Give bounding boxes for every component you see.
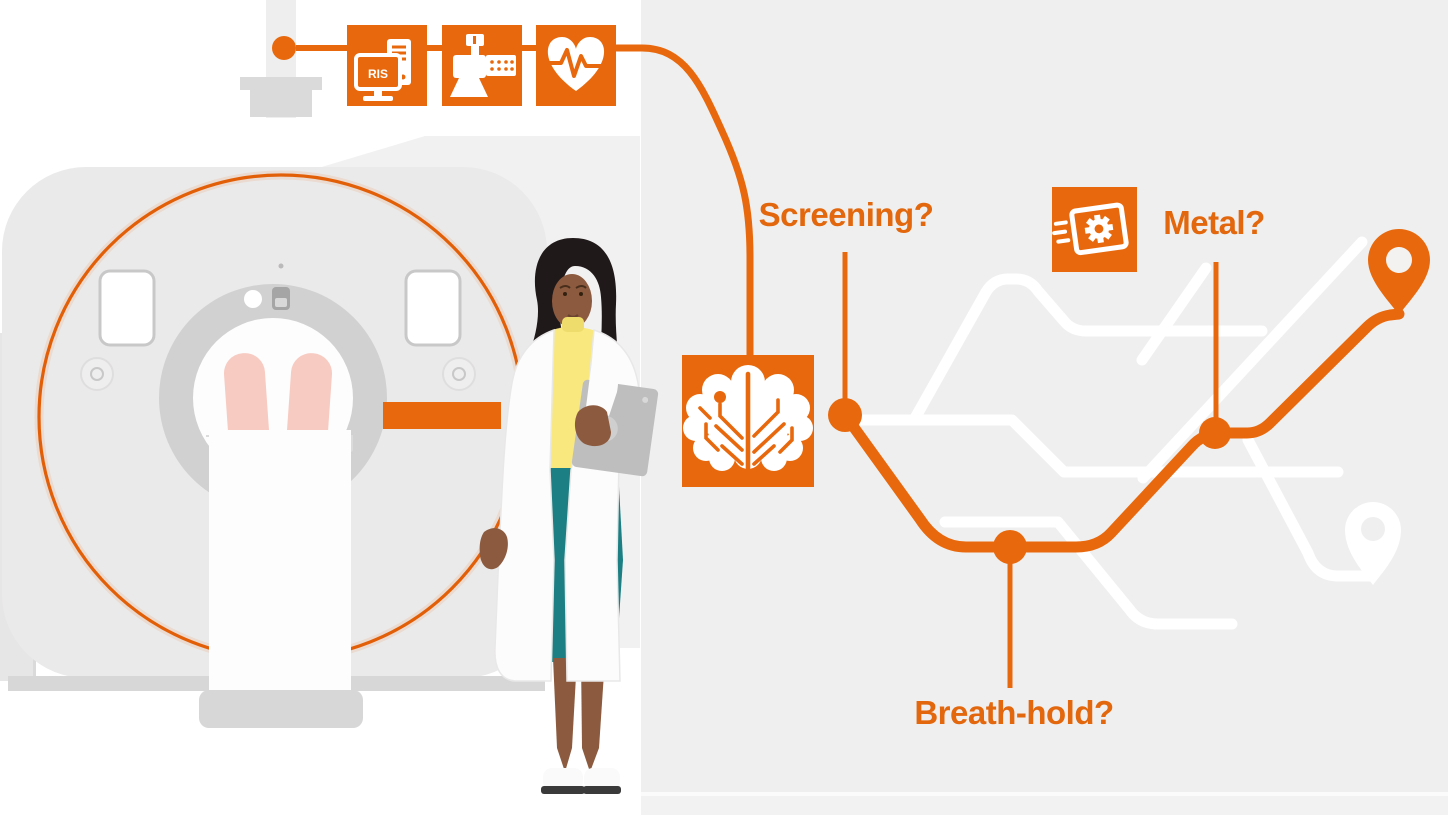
ct-scanner [0, 0, 640, 728]
screening-node [828, 398, 862, 432]
gantry-left-dial [80, 357, 114, 391]
ris-workstation-icon: RIS [347, 25, 427, 106]
decision-route [828, 229, 1430, 688]
table-pedestal [199, 690, 363, 728]
bottom-strip [641, 796, 1448, 815]
location-pin-outline-icon [1345, 502, 1401, 585]
gantry-right-dial [442, 357, 476, 391]
bore-light [244, 290, 262, 308]
background-route-network [852, 236, 1378, 630]
screening-label: Screening? [758, 196, 934, 233]
white-route-2 [908, 273, 1268, 426]
white-route-5 [939, 516, 1238, 630]
table-column [209, 430, 351, 690]
ris-label: RIS [368, 67, 388, 81]
ai-brain-icon [682, 355, 814, 487]
white-route-1 [852, 414, 1344, 478]
heart-ecg-icon [536, 25, 616, 106]
brain-circuits [698, 371, 794, 471]
panel-divider-line [641, 792, 1448, 796]
workflow-icon-chain: RIS [272, 25, 754, 360]
left-brow [559, 285, 571, 289]
gear-glyph [1084, 214, 1114, 244]
left-hand [574, 405, 611, 447]
right-hand [479, 528, 508, 570]
right-brow [575, 285, 587, 289]
gantry-right-panel [404, 269, 462, 347]
left-shoe [543, 768, 583, 790]
orange-table-rail [383, 402, 501, 429]
left-leg [553, 658, 577, 772]
gantry-marker-dot [278, 263, 284, 269]
right-eye [579, 292, 583, 296]
metal-node [1199, 417, 1231, 449]
contrast-injector-icon [442, 25, 522, 106]
metal-label: Metal? [1163, 204, 1265, 241]
right-leg [581, 658, 605, 772]
white-route-3 [1137, 236, 1368, 484]
breath-hold-node [993, 530, 1027, 564]
turtleneck-collar [562, 317, 584, 332]
coat-left-panel [494, 328, 555, 682]
breath-hold-label: Breath-hold? [914, 694, 1114, 731]
bore-camera-lens [275, 298, 287, 307]
right-shoe [584, 768, 620, 790]
left-eye [563, 292, 567, 296]
white-route-4 [1136, 262, 1212, 366]
coat-left-sleeve [586, 348, 619, 416]
white-route-6 [1242, 434, 1378, 582]
chain-start-node [272, 36, 296, 60]
metal-artifact-gear-icon [1052, 187, 1137, 272]
left-sole [541, 786, 585, 794]
gantry-left-panel [98, 269, 156, 347]
brain-node-dot [714, 391, 726, 403]
hair [529, 238, 621, 437]
ceiling-mount [240, 0, 322, 118]
hair-fringe [546, 240, 605, 292]
right-sole [583, 786, 621, 794]
location-pin-icon [1368, 229, 1430, 315]
technologist-figure [479, 238, 659, 794]
connector-heart-to-brain [612, 44, 754, 360]
